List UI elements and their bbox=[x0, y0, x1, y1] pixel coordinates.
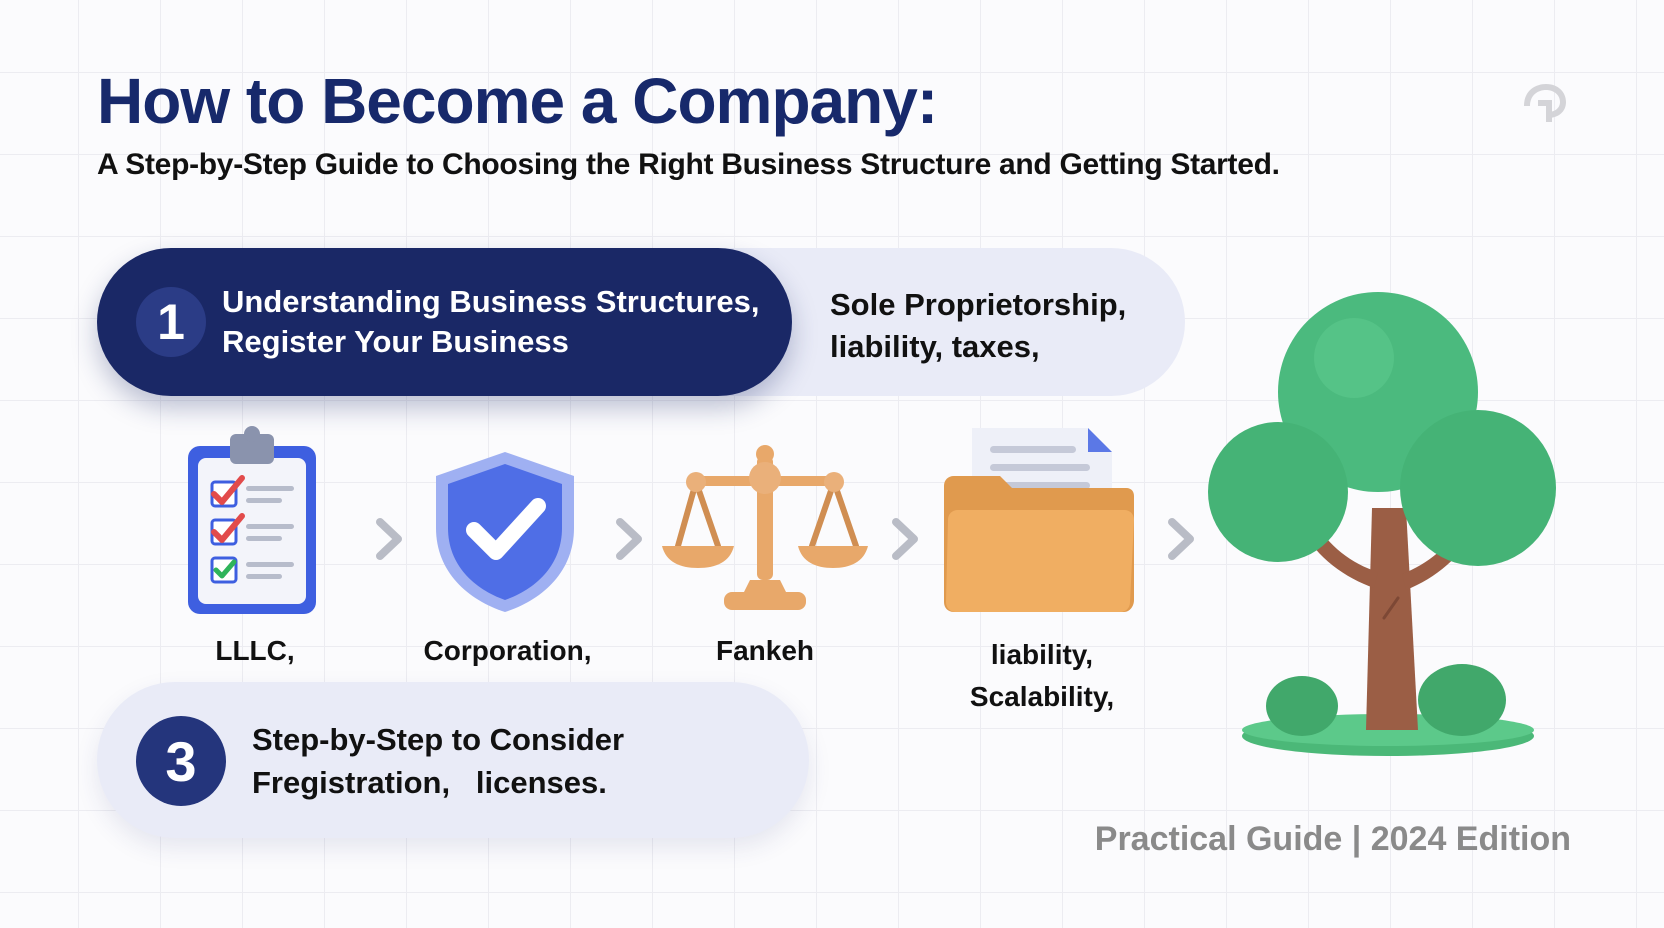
step1-line: Understanding Business Structures, bbox=[222, 284, 760, 319]
brand-logo-icon bbox=[1524, 84, 1566, 122]
step1-number-badge: 1 bbox=[136, 287, 206, 357]
step3-number-badge: 3 bbox=[136, 716, 226, 806]
step1-side-line: Sole Proprietorship, bbox=[830, 287, 1127, 322]
step3-line: Step-by-Step to Consider bbox=[252, 722, 625, 757]
icon-label-line: Scalability, bbox=[969, 681, 1115, 712]
folder-document-icon bbox=[944, 428, 1134, 612]
tree-illustration bbox=[1208, 292, 1556, 756]
step1-line: Register Your Business bbox=[222, 324, 569, 359]
chevron-right-icon bbox=[892, 518, 918, 560]
icon-label-fankeh: Fankeh bbox=[680, 630, 850, 672]
chevron-right-icon bbox=[376, 518, 402, 560]
step3-text: Step-by-Step to Consider Fregistration, … bbox=[252, 718, 792, 804]
icon-label-line: Fankeh bbox=[715, 635, 815, 666]
page-subtitle: A Step-by-Step Guide to Choosing the Rig… bbox=[97, 148, 1280, 181]
step3-line: Fregistration, licenses. bbox=[252, 765, 607, 800]
step1-text: Understanding Business Structures, Regis… bbox=[222, 282, 762, 362]
balance-scale-icon bbox=[662, 445, 868, 610]
page-title: How to Become a Company: bbox=[97, 65, 938, 137]
chevron-right-icon bbox=[616, 518, 642, 560]
step1-side-line: liability, taxes, bbox=[830, 329, 1040, 364]
icon-label-line: LLLC, bbox=[215, 635, 295, 666]
icon-label-line: Corporation, bbox=[423, 635, 592, 666]
chevron-right-icon bbox=[1168, 518, 1194, 560]
icon-label-line: liability, bbox=[990, 639, 1094, 670]
step1-pill bbox=[97, 248, 792, 396]
clipboard-checklist-icon bbox=[188, 426, 316, 614]
icon-label-llc: LLLC, bbox=[170, 630, 340, 672]
icon-label-corporation: Corporation, bbox=[415, 630, 600, 672]
footer-edition: Practical Guide | 2024 Edition bbox=[1094, 820, 1571, 858]
shield-check-icon bbox=[436, 452, 574, 612]
step1-side-text: Sole Proprietorship, liability, taxes, bbox=[830, 284, 1170, 368]
icon-label-liability: liability, Scalability, bbox=[930, 634, 1154, 718]
